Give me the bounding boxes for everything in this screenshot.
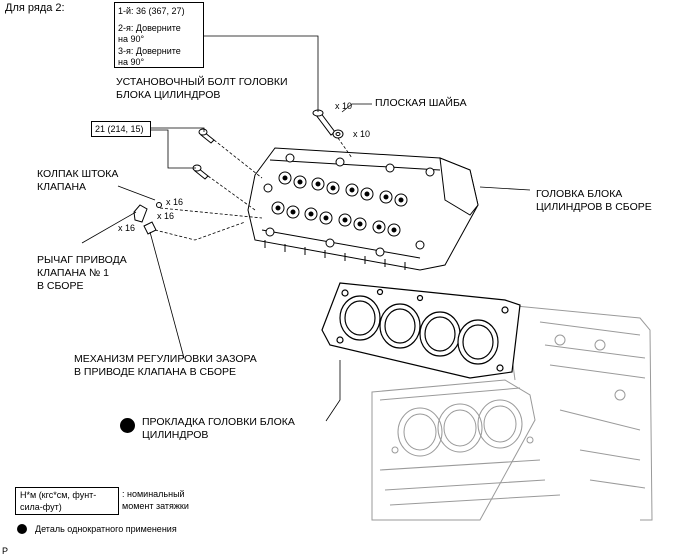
torque-step1: 1-й: 36 (367, 27) [118,6,185,16]
flat-washer-drawing [332,129,344,139]
cylinder-block-drawing [371,304,653,521]
legend-non-reusable-text: Деталь однократного применения [35,524,177,534]
torque-21-label: 21 (214, 15) [95,124,144,134]
legend-desc-l1: : номинальный [122,489,185,499]
legend-unit-l2: сила-фут) [20,502,62,512]
cylinder-head-drawing [247,147,479,271]
torque-step2-l2: на 90° [118,34,145,44]
legend-unit-box: Н*м (кгс*см, фунт- сила-фут) [15,487,119,515]
torque-step2-l1: 2-я: Доверните [118,23,181,33]
head-bolt-drawing [312,109,336,136]
rocker-arm-label-2: КЛАПАНА № 1 [37,267,109,279]
lash-adjuster-label-1: МЕХАНИЗМ РЕГУЛИРОВКИ ЗАЗОРА [74,353,257,365]
head-assembly-label-1: ГОЛОВКА БЛОКА [536,188,623,200]
legend-unit-l1: Н*м (кгс*см, фунт- [20,490,97,500]
gasket-label-2: ЦИЛИНДРОВ [142,429,209,441]
bolt-qty: x 10 [335,101,353,111]
assembly-dash-lines [154,137,353,241]
valve-cap-label-2: КЛАПАНА [37,181,87,193]
rocker-arm-label-3: В СБОРЕ [37,280,84,292]
valve-cap-label-1: КОЛПАК ШТОКА [37,168,119,180]
row-label: Для ряда 2: [5,2,65,14]
head-gasket-drawing [321,282,521,379]
leader-lines [81,35,531,422]
torque-step3-l2: на 90° [118,57,145,67]
small-bolt-torque-box: 21 (214, 15) [91,121,151,137]
torque-step3-l1: 3-я: Доверните [118,46,181,56]
footer-code: P [2,546,9,556]
rocker-arm-label-1: РЫЧАГ ПРИВОДА [37,254,127,266]
rocker-arm-drawing [133,204,148,223]
valve-cap-drawing [156,202,162,208]
lash-adjuster-label-2: В ПРИВОДЕ КЛАПАНА В СБОРЕ [74,366,237,378]
flat-washer-label: ПЛОСКАЯ ШАЙБА [375,97,467,109]
washer-qty: x 10 [353,129,371,139]
adjuster-qty: x 16 [118,223,136,233]
small-bolt-drawing [192,128,215,180]
head-bolt-label-2: БЛОКА ЦИЛИНДРОВ [116,89,221,101]
cap-qty: x 16 [166,197,184,207]
rocker-qty: x 16 [157,211,175,221]
gasket-label-1: ПРОКЛАДКА ГОЛОВКИ БЛОКА [142,416,295,428]
head-bolt-label-1: УСТАНОВОЧНЫЙ БОЛТ ГОЛОВКИ [116,76,288,88]
non-reusable-marker [120,418,135,433]
legend-desc-l2: момент затяжки [122,501,189,511]
bolt-torque-box: 1-й: 36 (367, 27) 2-я: Доверните на 90° … [114,2,204,68]
head-assembly-label-2: ЦИЛИНДРОВ В СБОРЕ [536,201,652,213]
legend-non-reusable-dot [17,524,27,534]
